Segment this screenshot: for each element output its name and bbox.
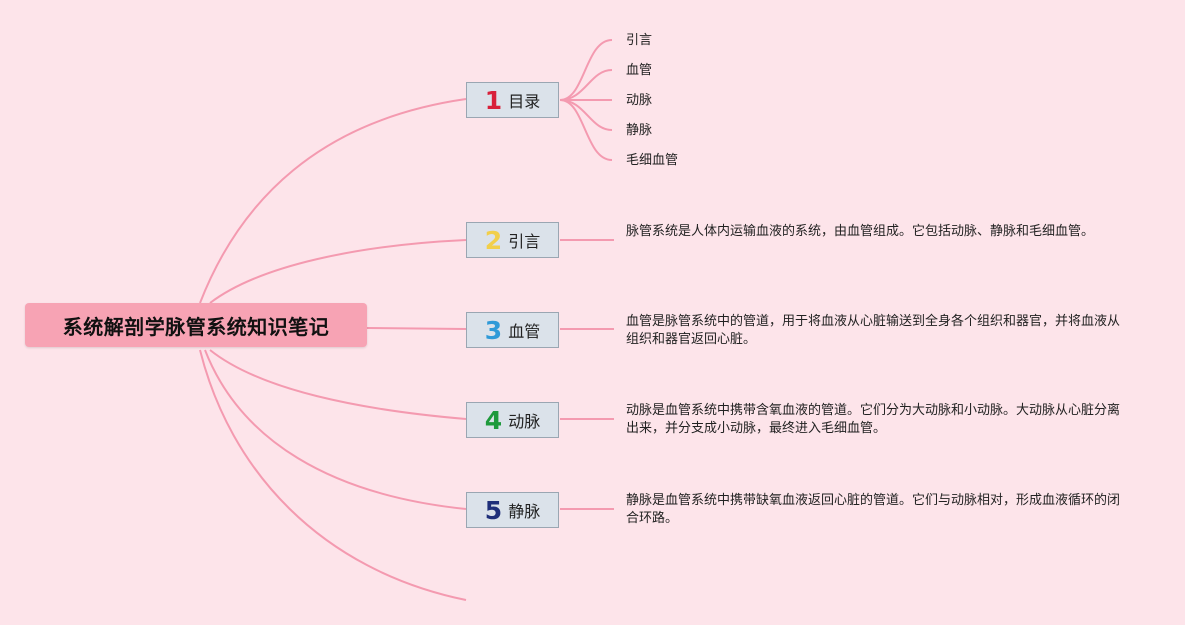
branch-vessel[interactable]: 3 血管 xyxy=(466,312,559,348)
connector-toc-4 xyxy=(559,99,613,131)
description-vein[interactable]: 静脉是血管系统中携带缺氧血液返回心脏的管道。它们与动脉相对，形成血液循环的闭合环… xyxy=(626,493,1121,526)
connector-root-intro xyxy=(209,239,467,304)
toc-item[interactable]: 动脉 xyxy=(626,93,653,108)
connector-root-vein xyxy=(204,349,467,510)
branch-intro[interactable]: 2 引言 xyxy=(466,222,559,258)
branch-label: 动脉 xyxy=(508,412,541,431)
root-topic[interactable]: 系统解剖学脉管系统知识笔记 xyxy=(25,303,367,347)
toc-item[interactable]: 毛细血管 xyxy=(626,153,679,168)
connector-root-artery xyxy=(209,349,467,420)
connector-root-extra xyxy=(199,349,467,601)
number-1-icon: 1 xyxy=(484,85,503,115)
branch-vein[interactable]: 5 静脉 xyxy=(466,492,559,528)
connector-root-vessel xyxy=(366,327,467,330)
connector-root-toc xyxy=(199,98,467,304)
connector-toc-2 xyxy=(559,69,613,101)
number-5-icon: 5 xyxy=(484,495,503,525)
connector-toc-1 xyxy=(559,39,613,101)
branch-label: 静脉 xyxy=(508,502,541,521)
toc-item[interactable]: 静脉 xyxy=(626,123,653,138)
number-2-icon: 2 xyxy=(484,225,503,255)
number-3-icon: 3 xyxy=(484,315,503,345)
branch-artery[interactable]: 4 动脉 xyxy=(466,402,559,438)
description-intro[interactable]: 脉管系统是人体内运输血液的系统，由血管组成。它包括动脉、静脉和毛细血管。 xyxy=(626,224,1095,239)
branch-label: 目录 xyxy=(508,92,541,111)
toc-item[interactable]: 引言 xyxy=(626,33,653,48)
description-artery[interactable]: 动脉是血管系统中携带含氧血液的管道。它们分为大动脉和小动脉。大动脉从心脏分离出来… xyxy=(626,403,1121,436)
connector-toc-5 xyxy=(559,99,613,161)
branch-label: 引言 xyxy=(508,232,541,251)
root-title: 系统解剖学脉管系统知识笔记 xyxy=(62,314,330,339)
branch-label: 血管 xyxy=(508,322,541,341)
description-vessel[interactable]: 血管是脉管系统中的管道，用于将血液从心脏输送到全身各个组织和器官，并将血液从组织… xyxy=(626,314,1121,347)
number-4-icon: 4 xyxy=(484,405,503,435)
branch-toc[interactable]: 1 目录 xyxy=(466,82,559,118)
toc-item[interactable]: 血管 xyxy=(626,63,653,78)
